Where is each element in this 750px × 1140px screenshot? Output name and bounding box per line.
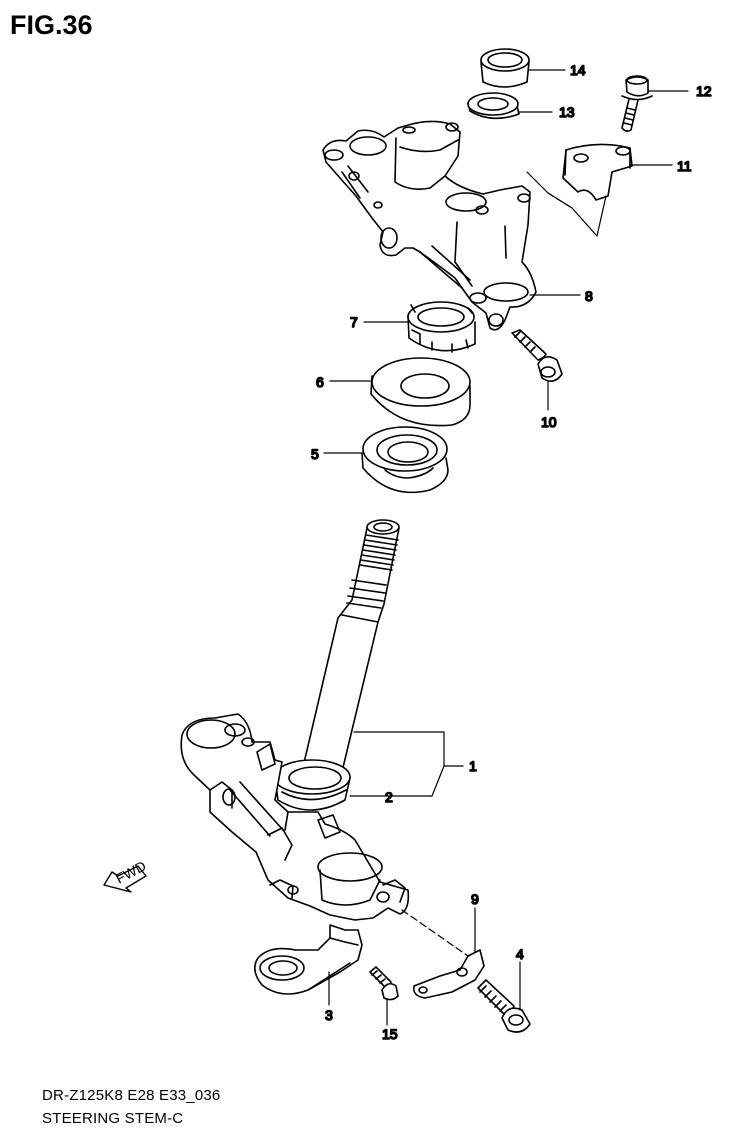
callout-15: 15 [382, 1026, 398, 1042]
forward-arrow-icon: FWD [103, 858, 149, 893]
washer-part-13 [467, 92, 520, 120]
leader-lines [323, 69, 689, 1026]
figure-title: FIG.36 [10, 10, 93, 40]
callout-9: 9 [471, 891, 479, 907]
callout-4: 4 [516, 946, 524, 962]
dash-line-9 [401, 909, 469, 957]
cap-part-14 [480, 48, 530, 88]
dash-line [547, 192, 573, 209]
bolt-part-15 [369, 966, 399, 1001]
callout-6: 6 [316, 374, 324, 390]
callout-14: 14 [570, 62, 586, 78]
callout-8: 8 [585, 288, 593, 304]
bolt-part-10 [511, 329, 563, 382]
bolt-part-12 [621, 75, 653, 132]
clamp-part-3 [254, 924, 363, 995]
callout-2: 2 [385, 789, 393, 805]
footer-figure-name: STEERING STEM-C [42, 1110, 184, 1127]
bearing-part-2 [273, 759, 351, 811]
callout-5: 5 [311, 446, 319, 462]
bracket-part-9 [412, 949, 485, 999]
seal-part-6 [370, 357, 471, 427]
steering-stem-part-1 [299, 519, 400, 781]
lower-bracket [180, 713, 410, 921]
leader-dash-8-11 [526, 171, 607, 237]
bearing-part-5 [361, 426, 449, 494]
callout-10: 10 [541, 414, 557, 430]
nut-part-7 [407, 301, 476, 353]
callout-11: 11 [677, 158, 692, 174]
callout-3: 3 [325, 1007, 333, 1023]
footer-model-code: DR-Z125K8 E28 E33_036 [42, 1087, 221, 1104]
callout-7: 7 [350, 314, 358, 330]
callout-13: 13 [559, 104, 575, 120]
upper-bracket-part-8 [322, 120, 537, 331]
callout-12: 12 [696, 83, 712, 99]
bolt-part-4 [477, 979, 531, 1033]
callout-1: 1 [469, 758, 477, 774]
handlebar-holder-part-11 [562, 143, 633, 201]
